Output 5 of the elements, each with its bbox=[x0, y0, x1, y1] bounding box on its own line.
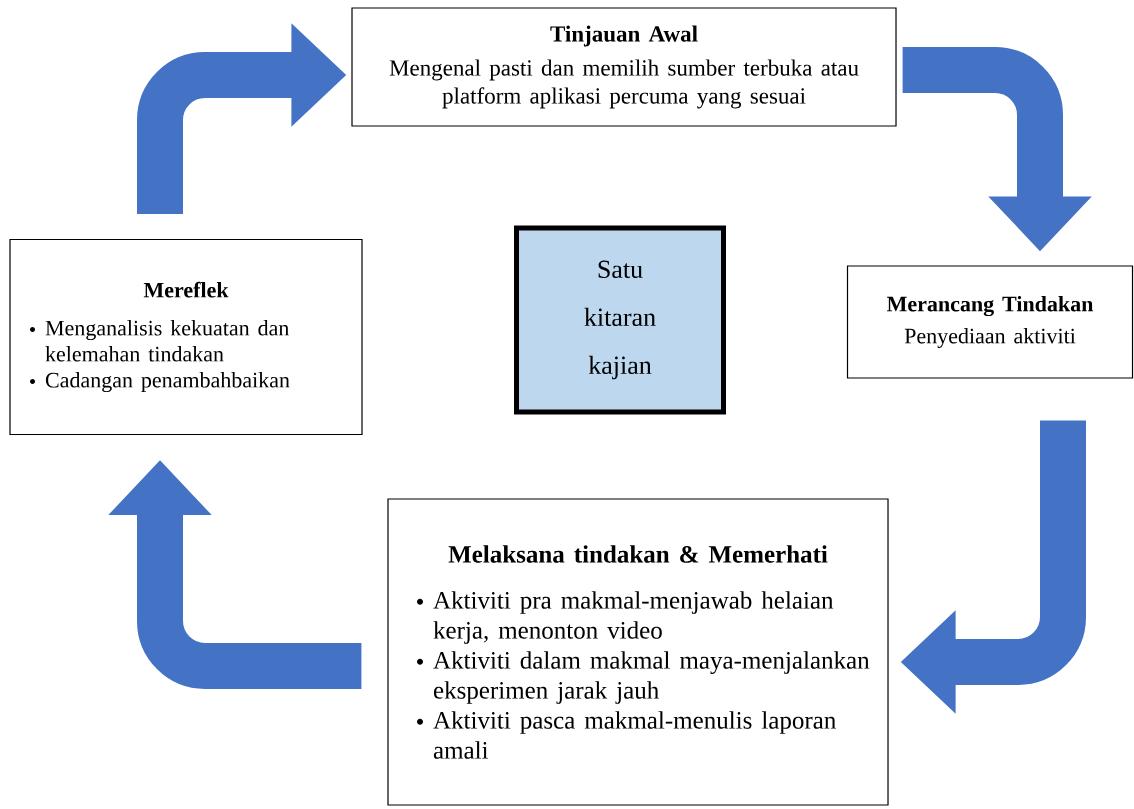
process-box: Tinjauan Awal Mengenal pasti dan memilih sumber terbuka atau platform aplikasi percuma yang sesuai bbox=[351, 7, 897, 127]
process-box: Mereflek Menganalisis kekuatan dan kelemahan tindakan Cadangan penambahbaikan bbox=[9, 238, 363, 436]
process-box: Melaksana tindakan & Memerhati Aktiviti pra makmal-menjawab helaian kerja, menonton video Aktiviti dalam makmal maya-menjalankan eksperimen jarak jauh Aktiviti pasca makmal-menulis laporan amali bbox=[387, 498, 889, 806]
process-box: Merancang Tindakan Penyediaan aktiviti bbox=[846, 265, 1134, 379]
center-box: Satu kitaran kajian bbox=[514, 225, 726, 415]
